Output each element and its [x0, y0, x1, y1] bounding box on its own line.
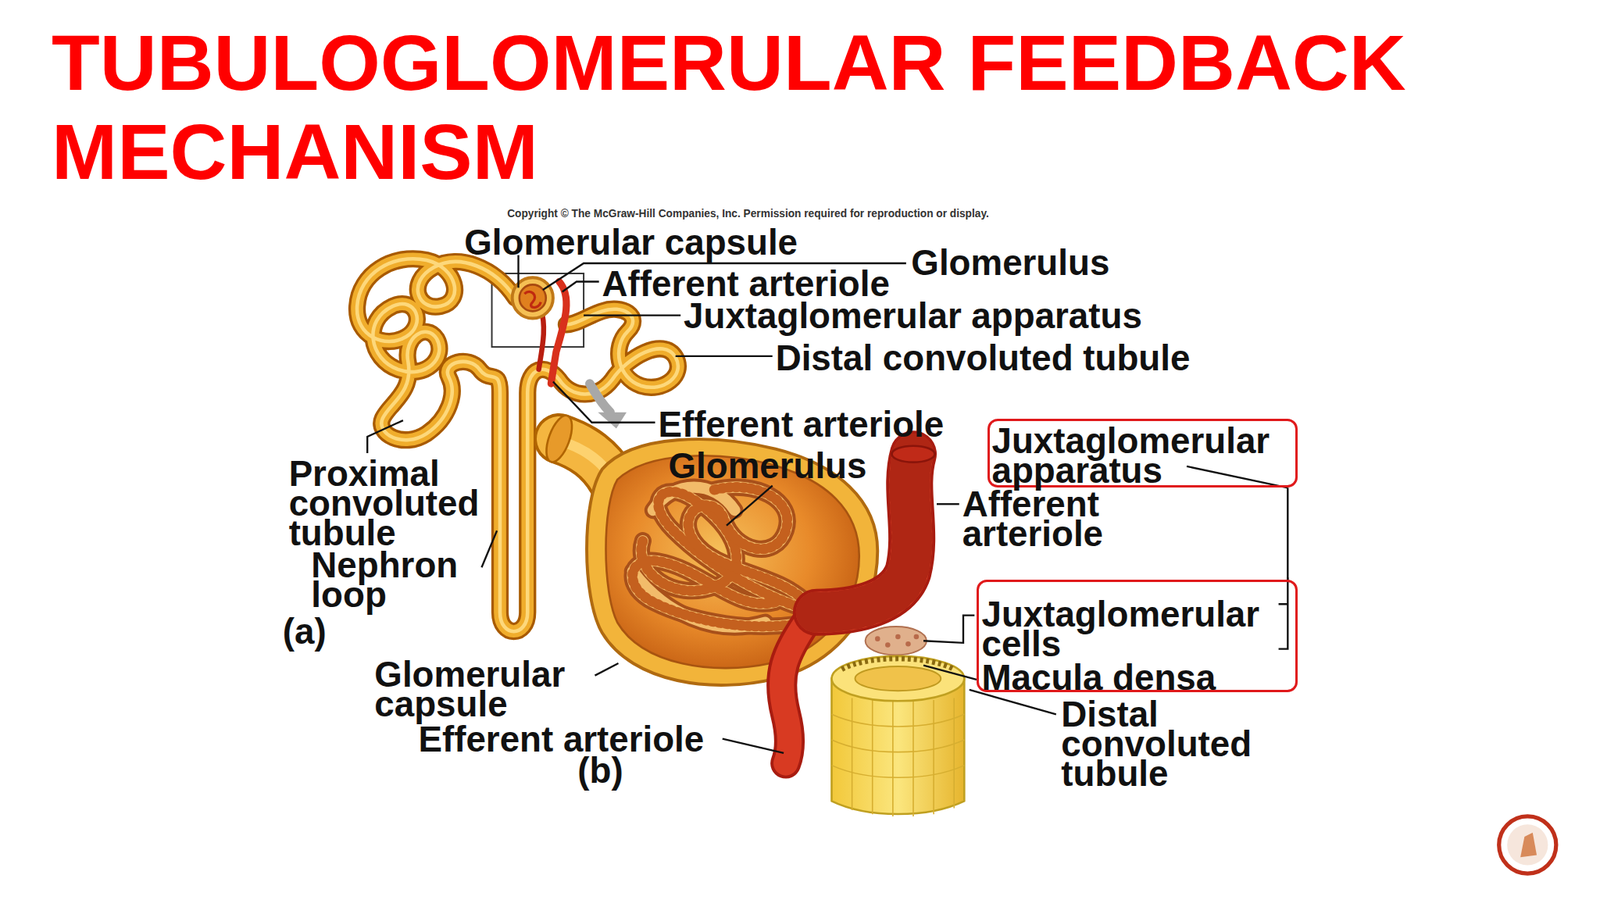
granule: [875, 635, 881, 642]
box-label: Juxtaglomerular cells: [981, 600, 1278, 660]
granule: [905, 641, 911, 647]
capsule-wall: [586, 439, 878, 686]
afferent-end: [892, 446, 936, 463]
cell-lines: [852, 697, 955, 817]
leader-line: [923, 665, 977, 680]
leader-line: [562, 281, 600, 292]
logo-figure: [1520, 832, 1537, 858]
cell-lines: [831, 714, 965, 778]
part-label: Glomerulus: [910, 247, 1110, 279]
copyright-note: Copyright © The McGraw-Hill Companies, I…: [507, 207, 990, 222]
leader-line: [517, 255, 519, 289]
panel-letter: (a): [282, 616, 327, 647]
part-label: Distal convoluted tubule: [775, 342, 1191, 374]
zoom-arrow: [589, 383, 611, 413]
highlight-box: Juxtaglomerular apparatus: [987, 418, 1298, 489]
leader-line: [1186, 466, 1288, 488]
efferent-arteriole: [782, 622, 807, 764]
leader-line: [726, 485, 773, 526]
leader-line: [594, 663, 618, 676]
logo-inner: [1507, 824, 1548, 865]
bracket: [1278, 577, 1289, 649]
leader-line: [583, 314, 681, 316]
part-label: Juxtaglomerular apparatus: [683, 300, 1143, 332]
capsular-space: [606, 455, 860, 668]
part-label: Afferent arteriole: [602, 268, 890, 300]
granule: [885, 642, 891, 648]
logo-ring: [1499, 816, 1557, 874]
highlight-box: Juxtaglomerular cellsMacula densa: [976, 579, 1298, 693]
box-label: Juxtaglomerular apparatus: [992, 426, 1290, 486]
leader-line: [675, 355, 773, 358]
distal-tubule-lumen: [855, 666, 942, 691]
part-label: Nephron loop: [310, 550, 485, 611]
leader-line: [367, 420, 404, 454]
glomerulus-small: [519, 284, 547, 311]
panel-letter: (b): [577, 755, 623, 786]
part-label: Glomerulus: [668, 450, 868, 482]
part-label: Glomerular capsule: [374, 660, 579, 720]
granule: [914, 634, 920, 640]
leader-line: [969, 689, 1057, 715]
part-label: Proximal convoluted tubule: [289, 459, 493, 549]
title-text: TUBULOGLOMERULAR FEEDBACK MECHANISM: [51, 17, 1536, 197]
macula-densa-cells: [842, 658, 955, 670]
leader-line: [553, 381, 656, 422]
part-label: Efferent arteriole: [418, 724, 705, 755]
leader-line: [722, 739, 784, 754]
leader-line: [481, 530, 497, 568]
part-label: Distal convoluted tubule: [1060, 700, 1265, 790]
part-label: Afferent arteriole: [962, 489, 1126, 550]
glomerulus-capillary: [524, 291, 541, 308]
tubule-lumen: [541, 412, 578, 466]
tubule-cells: [831, 697, 965, 817]
bracket-connector: [1286, 487, 1289, 580]
leader-line: [936, 503, 960, 505]
leaders: [367, 255, 1288, 754]
juxtaglomerular-cells: [865, 626, 927, 656]
zoom-arrowhead: [597, 412, 627, 429]
glomerulus-texture: [632, 560, 807, 627]
granules: [875, 634, 919, 648]
part-label: Efferent arteriole: [657, 409, 944, 440]
granule: [895, 634, 901, 640]
leader-line: [923, 615, 975, 643]
efferent-outline: [782, 622, 807, 764]
distal-tubule-end: [831, 656, 965, 701]
box-label: Macula densa: [981, 663, 1278, 693]
part-label: Glomerular capsule: [464, 227, 798, 258]
